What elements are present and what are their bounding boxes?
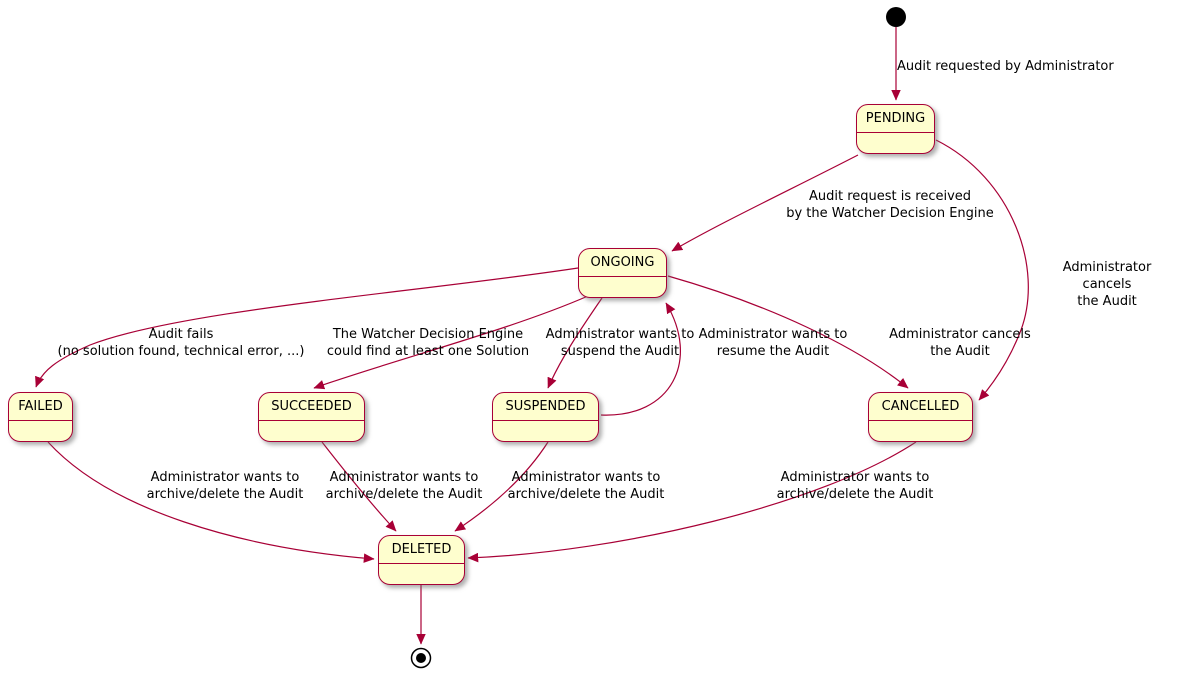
state-pending-body xyxy=(857,133,934,152)
state-pending-label: PENDING xyxy=(857,105,934,133)
arrow-suspended-to-deleted xyxy=(454,441,549,532)
arrow-ongoing-to-failed xyxy=(35,267,579,388)
state-failed: FAILED xyxy=(8,392,73,442)
state-succeeded-label: SUCCEEDED xyxy=(259,393,364,421)
transition-label-suspended-ongoing: Administrator wants to resume the Audit xyxy=(698,327,848,359)
state-succeeded-body xyxy=(259,421,364,440)
transition-label-ongoing-failed: Audit fails (no solution found, technica… xyxy=(57,327,305,359)
transition-label-initial-pending: Audit requested by Administrator xyxy=(897,59,1114,74)
state-failed-body xyxy=(9,421,72,440)
transition-label-ongoing-suspended: Administrator wants to suspend the Audit xyxy=(545,327,695,359)
state-ongoing-body xyxy=(579,277,666,296)
arrow-succeeded-to-deleted xyxy=(321,441,397,532)
arrow-suspended-to-ongoing xyxy=(600,302,681,416)
state-succeeded: SUCCEEDED xyxy=(258,392,365,442)
arrow-pending-to-cancelled xyxy=(935,139,1029,401)
transition-label-pending-cancelled: Administrator cancels the Audit xyxy=(1062,260,1152,309)
state-cancelled: CANCELLED xyxy=(868,392,973,442)
state-cancelled-body xyxy=(869,421,972,440)
transition-label-ongoing-succeeded: The Watcher Decision Engine could find a… xyxy=(326,327,530,359)
arrow-ongoing-to-cancelled xyxy=(667,275,909,389)
final-state-inner-dot xyxy=(416,653,426,663)
state-suspended-label: SUSPENDED xyxy=(493,393,598,421)
transition-label-cancelled-deleted: Administrator wants to archive/delete th… xyxy=(776,470,934,502)
state-deleted: DELETED xyxy=(378,535,465,585)
arrow-cancelled-to-deleted xyxy=(467,441,917,563)
state-cancelled-label: CANCELLED xyxy=(869,393,972,421)
state-suspended: SUSPENDED xyxy=(492,392,599,442)
arrow-failed-to-deleted xyxy=(47,441,375,563)
state-suspended-body xyxy=(493,421,598,440)
transition-label-succeeded-deleted: Administrator wants to archive/delete th… xyxy=(325,470,483,502)
transition-label-ongoing-cancelled: Administrator cancels the Audit xyxy=(889,327,1031,359)
arrow-ongoing-to-suspended xyxy=(547,297,603,389)
state-pending: PENDING xyxy=(856,104,935,154)
state-ongoing-label: ONGOING xyxy=(579,249,666,277)
arrow-pending-to-ongoing xyxy=(671,154,859,252)
initial-state-dot xyxy=(886,7,906,27)
arrow-ongoing-to-succeeded xyxy=(313,295,589,390)
state-ongoing: ONGOING xyxy=(578,248,667,298)
state-deleted-body xyxy=(379,564,464,583)
transition-label-pending-ongoing: Audit request is received by the Watcher… xyxy=(786,189,994,221)
state-deleted-label: DELETED xyxy=(379,536,464,564)
state-failed-label: FAILED xyxy=(9,393,72,421)
transition-label-suspended-deleted: Administrator wants to archive/delete th… xyxy=(507,470,665,502)
transition-label-failed-deleted: Administrator wants to archive/delete th… xyxy=(146,470,304,502)
